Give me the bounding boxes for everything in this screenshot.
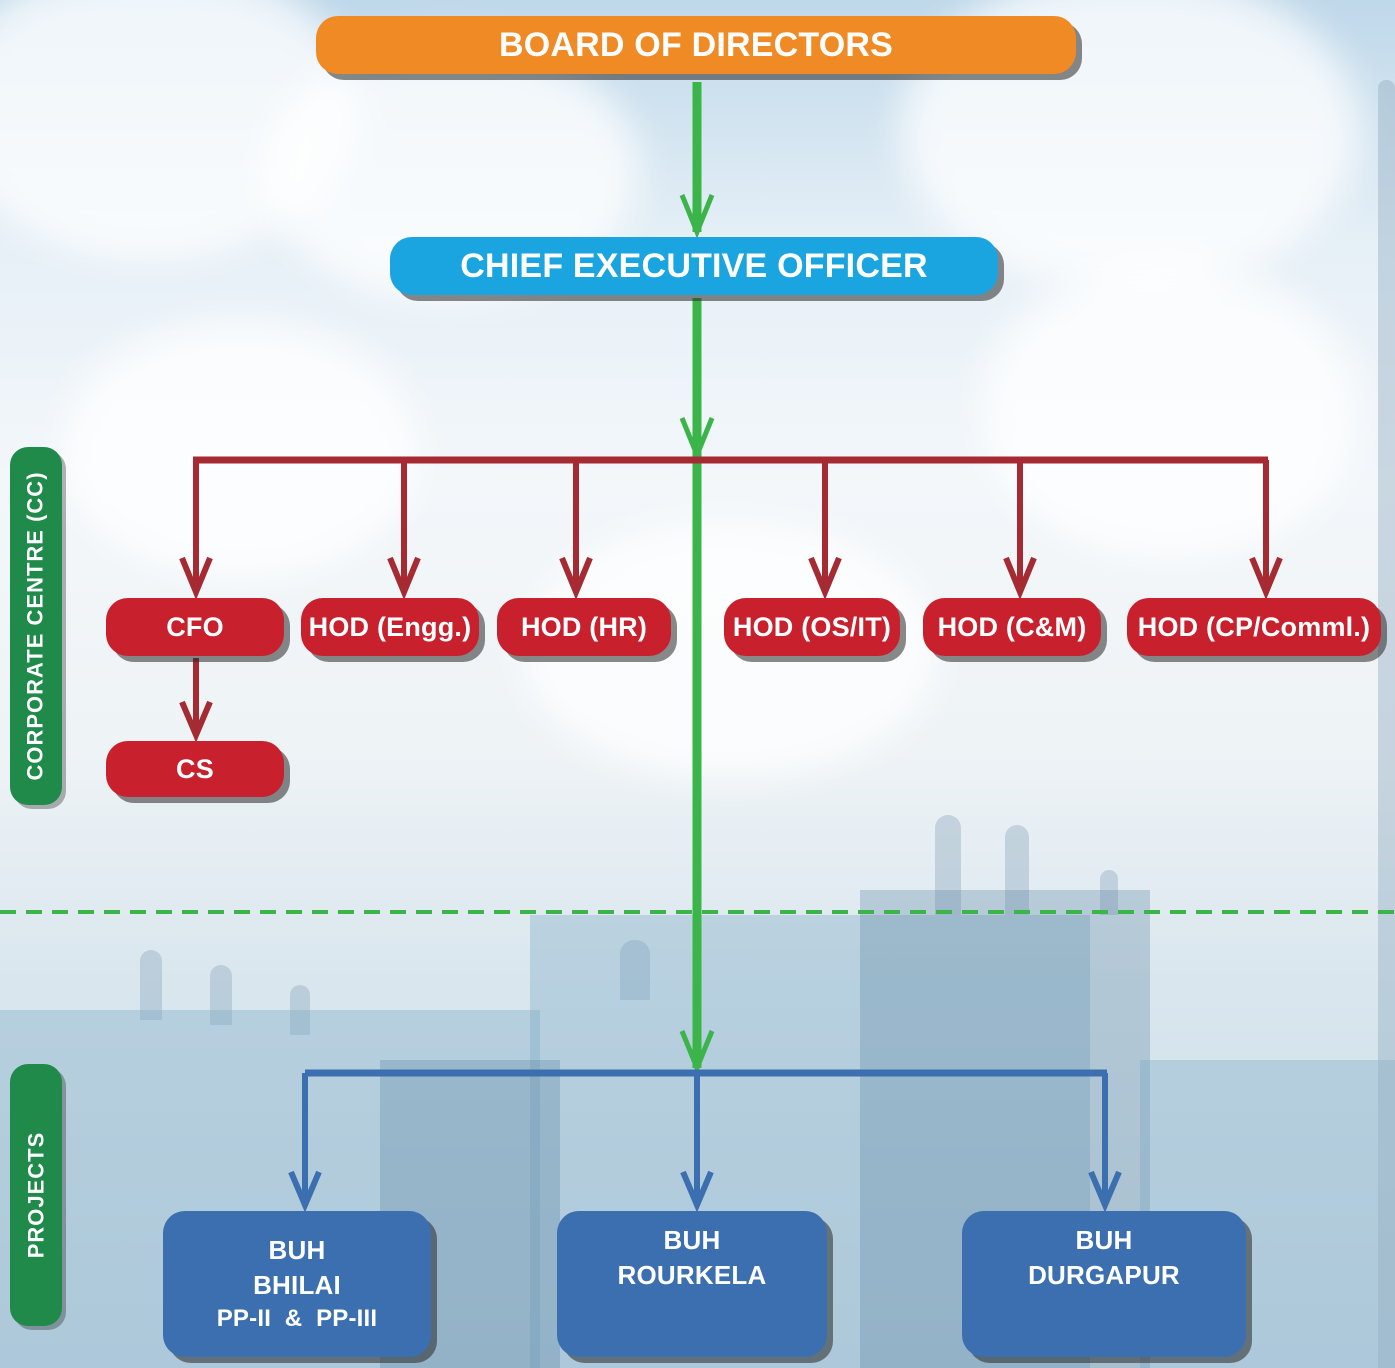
cs-box: CS [106,741,284,797]
board-of-directors-box: BOARD OF DIRECTORS [316,16,1076,74]
buh-rourkela-line1: BUH [663,1225,721,1255]
arrowhead-ceo [679,194,715,239]
hod-os-it-box: HOD (OS/IT) [724,598,900,656]
buh-bhilai-line3: PP-II & PP-III [216,1304,378,1332]
buh-rourkela-line2: ROURKELA [617,1260,767,1291]
arrowhead-projects [679,1030,715,1075]
buh-bhilai-line1: BUH [268,1234,326,1265]
projects-tab: PROJECTS [10,1064,62,1326]
ceo-label: CHIEF EXECUTIVE OFFICER [460,246,928,285]
hod-cm-box: HOD (C&M) [923,598,1101,656]
corporate-centre-tab: CORPORATE CENTRE (CC) [10,447,62,805]
buh-bhilai-line2: BHILAI [253,1269,341,1300]
hod-hr-box: HOD (HR) [497,598,671,656]
projects-drops [288,1073,1122,1213]
hod-hr-label: HOD (HR) [520,611,648,642]
buh-durgapur-line2: DURGAPUR [1028,1260,1180,1291]
corporate-centre-tab-label: CORPORATE CENTRE (CC) [23,471,48,781]
cs-label: CS [176,753,214,784]
ceo-box: CHIEF EXECUTIVE OFFICER [390,237,998,295]
buh-durgapur-line1: BUH [1075,1225,1133,1255]
cfo-box: CFO [106,598,284,656]
buh-durgapur-box: BUH DURGAPUR [962,1211,1246,1357]
buh-rourkela-box: BUH ROURKELA [557,1211,827,1357]
hod-cp-comml-box: HOD (CP/Comml.) [1127,598,1381,656]
projects-tab-label: PROJECTS [23,1131,48,1259]
corporate-drops [179,460,1283,743]
board-of-directors-label: BOARD OF DIRECTORS [499,25,893,64]
hod-engg-label: HOD (Engg.) [308,611,472,642]
hod-engg-box: HOD (Engg.) [301,598,479,656]
buh-bhilai-box: BUH BHILAI PP-II & PP-III [163,1211,431,1357]
hod-cp-comml-label: HOD (CP/Comml.) [1137,611,1371,642]
cfo-label: CFO [166,611,224,642]
hod-os-it-label: HOD (OS/IT) [732,611,892,642]
hod-cm-label: HOD (C&M) [937,611,1087,642]
